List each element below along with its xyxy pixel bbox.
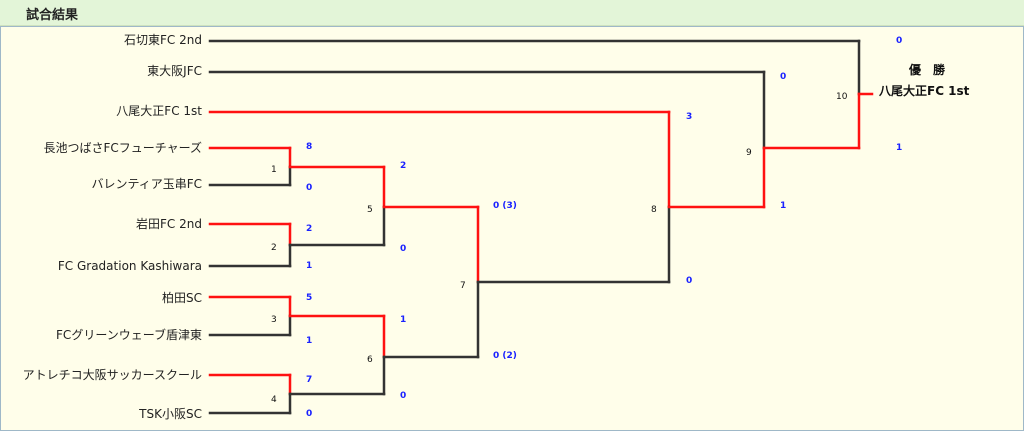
- match-score: 0 (3): [493, 201, 517, 211]
- team-name: TSK小阪SC: [139, 407, 202, 421]
- match-score: 0: [306, 409, 313, 419]
- match-score: 1: [306, 336, 313, 346]
- match-score: 8: [306, 142, 313, 152]
- team-name: 八尾大正FC 1st: [116, 104, 202, 118]
- champion-team: 八尾大正FC 1st: [879, 84, 970, 98]
- team-name: アトレチコ大阪サッカースクール: [22, 368, 202, 382]
- match-number: 5: [367, 205, 373, 215]
- match-number: 9: [746, 148, 752, 158]
- results-header: 試合結果: [0, 0, 1024, 26]
- match-score: 3: [686, 112, 693, 122]
- match-score: 1: [896, 143, 903, 153]
- team-name: バレンティア玉串FC: [91, 177, 202, 191]
- match-score: 0: [400, 391, 407, 401]
- match-number: 10: [836, 92, 848, 102]
- match-score: 0 (2): [493, 351, 517, 361]
- match-score: 1: [780, 201, 787, 211]
- match-score: 7: [306, 375, 313, 385]
- match-score: 1: [400, 315, 407, 325]
- match-score: 0: [400, 244, 407, 254]
- match-score: 1: [306, 261, 313, 271]
- match-number: 1: [271, 165, 277, 175]
- match-score: 0: [896, 36, 903, 46]
- team-name: 長池つばさFCフューチャーズ: [43, 141, 202, 155]
- match-score: 0: [686, 276, 693, 286]
- match-number: 8: [651, 205, 657, 215]
- team-name: 東大阪JFC: [147, 64, 202, 78]
- match-number: 7: [460, 281, 466, 291]
- match-number: 4: [271, 395, 277, 405]
- team-name: 石切東FC 2nd: [124, 33, 202, 47]
- team-name: FC Gradation Kashiwara: [57, 259, 202, 273]
- match-score: 2: [400, 161, 407, 171]
- team-name: FCグリーンウェーブ盾津東: [56, 328, 202, 342]
- match-number: 6: [367, 355, 373, 365]
- match-score: 5: [306, 293, 313, 303]
- results-title: 試合結果: [26, 8, 79, 23]
- match-score: 0: [306, 183, 313, 193]
- champion-label: 優 勝: [909, 63, 946, 77]
- match-score: 0: [780, 72, 787, 82]
- match-number: 3: [271, 315, 277, 325]
- match-score: 2: [306, 224, 313, 234]
- team-name: 岩田FC 2nd: [136, 217, 202, 231]
- match-number: 2: [271, 243, 277, 253]
- team-name: 柏田SC: [162, 291, 202, 305]
